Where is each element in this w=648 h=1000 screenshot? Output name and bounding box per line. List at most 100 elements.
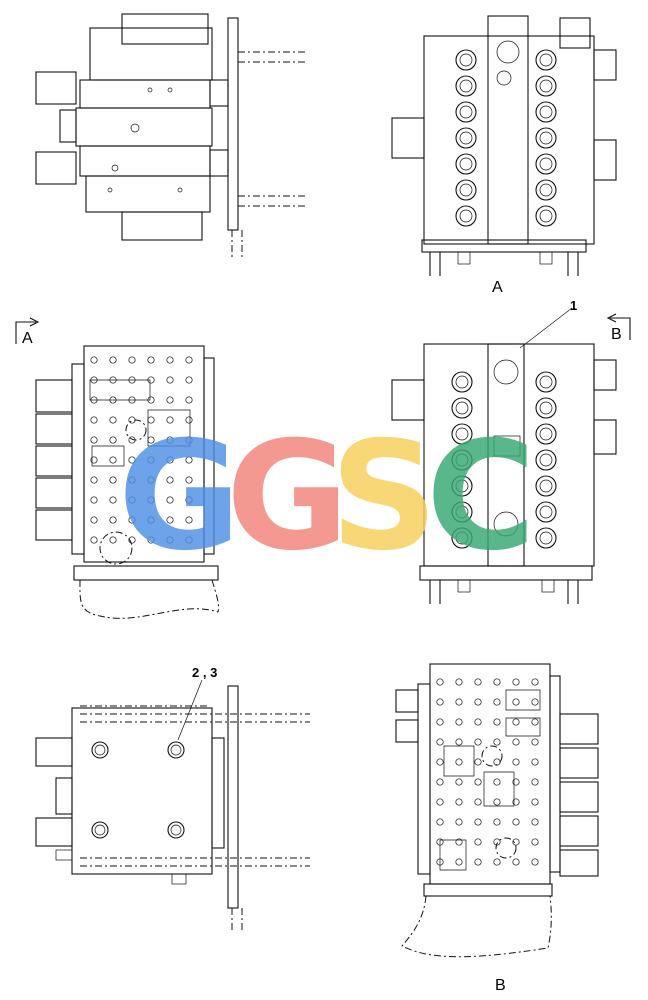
port-outer bbox=[535, 49, 557, 71]
plate-hole bbox=[512, 718, 520, 726]
plate-hole bbox=[166, 436, 174, 444]
plate-hole bbox=[147, 476, 155, 484]
plate-hole bbox=[493, 758, 501, 766]
plate-hole bbox=[531, 738, 539, 746]
plate-hole bbox=[455, 738, 463, 746]
plate-hole bbox=[512, 678, 520, 686]
plate-hole bbox=[147, 516, 155, 524]
plate-hole bbox=[531, 818, 539, 826]
plate-hole bbox=[109, 516, 117, 524]
plate-hole bbox=[474, 738, 482, 746]
bolt-holes bbox=[91, 741, 185, 839]
plate-hole bbox=[128, 496, 136, 504]
port-outer bbox=[535, 75, 557, 97]
port-outer bbox=[535, 449, 557, 471]
callout-1-leader bbox=[519, 307, 573, 349]
plate-hole bbox=[474, 818, 482, 826]
port-inner bbox=[539, 131, 553, 145]
callout-1: 1 bbox=[570, 298, 577, 313]
plate-hole bbox=[512, 858, 520, 866]
plate-hole bbox=[455, 718, 463, 726]
plate-hole bbox=[90, 436, 98, 444]
watermark-letter-1: G bbox=[118, 410, 241, 584]
plate-hole bbox=[185, 536, 193, 544]
plate-hole bbox=[531, 678, 539, 686]
callout-2-3: 2 , 3 bbox=[192, 665, 217, 680]
port-outer bbox=[535, 179, 557, 201]
plate-hole bbox=[185, 356, 193, 364]
plate-hole bbox=[474, 678, 482, 686]
port-inner bbox=[455, 401, 469, 415]
plate-hole bbox=[109, 536, 117, 544]
port-inner bbox=[539, 375, 553, 389]
port-outer bbox=[455, 75, 477, 97]
plate-hole bbox=[147, 356, 155, 364]
port-inner bbox=[459, 157, 473, 171]
plate-hole bbox=[455, 838, 463, 846]
port-inner bbox=[539, 53, 553, 67]
port-inner bbox=[455, 505, 469, 519]
plate-hole bbox=[474, 838, 482, 846]
plate-hole bbox=[109, 416, 117, 424]
plate-hole bbox=[474, 778, 482, 786]
plate-hole bbox=[185, 496, 193, 504]
plate-hole bbox=[493, 858, 501, 866]
plate-hole bbox=[512, 838, 520, 846]
port-inner bbox=[455, 375, 469, 389]
plate-hole bbox=[512, 738, 520, 746]
plate-hole bbox=[455, 778, 463, 786]
port-inner bbox=[539, 209, 553, 223]
plate-hole bbox=[436, 678, 444, 686]
plate-hole bbox=[493, 738, 501, 746]
plate-hole bbox=[493, 838, 501, 846]
plate-hole bbox=[436, 818, 444, 826]
plate-hole bbox=[147, 456, 155, 464]
middle-left-valve-view bbox=[35, 345, 219, 619]
plate-hole bbox=[128, 356, 136, 364]
plate-hole bbox=[128, 476, 136, 484]
plate-hole bbox=[185, 436, 193, 444]
plate-hole bbox=[109, 376, 117, 384]
plate-hole bbox=[90, 476, 98, 484]
plate-hole bbox=[109, 476, 117, 484]
port-outer bbox=[535, 101, 557, 123]
plate-hole bbox=[436, 858, 444, 866]
plate-hole bbox=[474, 858, 482, 866]
plate-hole bbox=[455, 818, 463, 826]
watermark-letter-2: G bbox=[226, 410, 349, 584]
plate-hole bbox=[455, 858, 463, 866]
port-inner bbox=[455, 479, 469, 493]
plate-hole bbox=[128, 376, 136, 384]
port-outer bbox=[451, 449, 473, 471]
bottom-left-valve-view bbox=[35, 685, 310, 932]
plate-hole bbox=[128, 456, 136, 464]
section-marker-a bbox=[15, 317, 40, 344]
port-inner bbox=[459, 105, 473, 119]
port-inner bbox=[455, 427, 469, 441]
plate-hole bbox=[90, 516, 98, 524]
plate-hole bbox=[455, 698, 463, 706]
port-outer bbox=[535, 423, 557, 445]
plate-hole bbox=[147, 436, 155, 444]
plate-hole bbox=[474, 718, 482, 726]
plate-hole bbox=[90, 536, 98, 544]
port-inner bbox=[539, 453, 553, 467]
port-outer bbox=[455, 179, 477, 201]
plate-hole bbox=[166, 476, 174, 484]
plate-hole bbox=[147, 536, 155, 544]
plate-hole bbox=[531, 778, 539, 786]
middle-right-valve-view bbox=[391, 343, 617, 604]
plate-hole bbox=[493, 778, 501, 786]
plate-hole bbox=[90, 356, 98, 364]
gsc-watermark: G G S C bbox=[118, 410, 536, 584]
plate-hole bbox=[128, 416, 136, 424]
plate-hole bbox=[474, 758, 482, 766]
plate-hole bbox=[90, 416, 98, 424]
port-inner bbox=[459, 209, 473, 223]
plate-hole bbox=[128, 516, 136, 524]
port-inner bbox=[455, 531, 469, 545]
port-inner bbox=[539, 401, 553, 415]
plate-hole bbox=[147, 396, 155, 404]
section-marker-b bbox=[606, 313, 631, 340]
